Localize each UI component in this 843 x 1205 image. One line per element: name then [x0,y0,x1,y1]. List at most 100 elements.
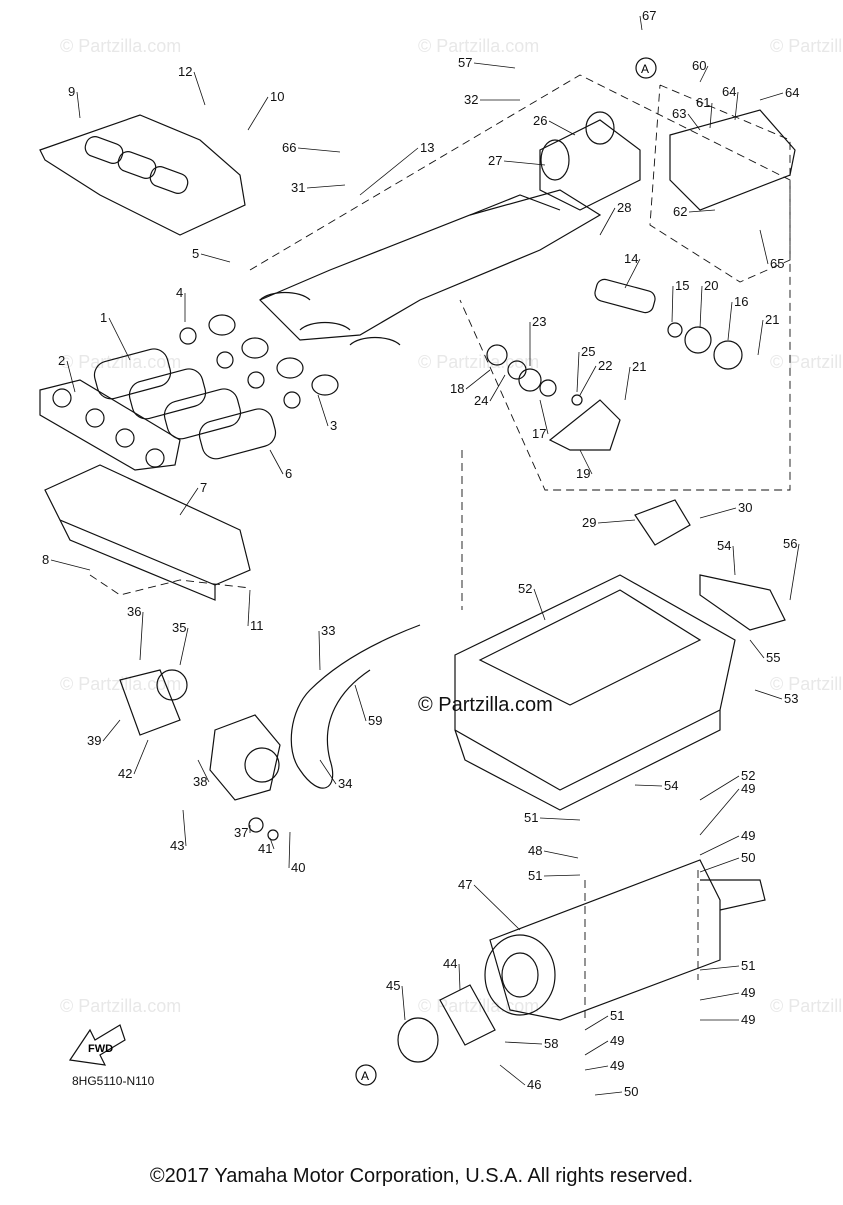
callout-label: 7 [200,480,207,495]
leader-line [354,684,367,722]
callout-label: 50 [741,850,755,865]
fwd-label: FWD [88,1043,113,1055]
callout-label: 49 [610,1033,624,1048]
callout-label: 14 [624,251,638,266]
callout-label: 49 [741,985,755,1000]
callout-label: 61 [696,95,710,110]
callout-label: 22 [598,358,612,373]
callout-label: 56 [783,536,797,551]
leader-line [579,365,597,396]
callout-label: 11 [250,618,264,633]
leader-line [688,209,716,213]
callout-label: 53 [784,691,798,706]
watermark-text: © Partzilla.com [60,36,181,56]
callout-label: 29 [582,515,596,530]
leader-line [757,319,764,356]
leader-line [297,147,341,153]
leader-line [76,91,81,119]
leader-line [699,775,740,801]
bracket-55 [699,574,786,631]
watermark-text: © Partzilla.com [60,674,181,694]
callout-label: 20 [704,278,718,293]
leader-line [247,96,269,131]
callout-label: 15 [675,278,689,293]
callout-label: 51 [524,810,538,825]
callout-label: 67 [642,8,656,23]
callout-label: 8 [42,552,49,567]
leader-line [197,759,210,783]
svg-text:A: A [361,1069,369,1083]
callout-label: 51 [528,868,542,883]
callout-label: 49 [741,781,755,796]
callout-label: 21 [632,359,646,374]
callout-label: 5 [192,246,199,261]
ref-marker-top: A [635,57,657,79]
leader-line [754,689,783,700]
leader-line [317,394,329,427]
watermark-text: © Partzilla.com [770,352,843,372]
callout-label: 13 [420,140,434,155]
assembly-boundary-7 [89,574,251,596]
callout-label: 26 [533,113,547,128]
leader-line [594,1091,623,1096]
leader-line [539,399,549,435]
leader-line [179,487,199,516]
callout-label: 28 [617,200,631,215]
leader-line [699,788,740,836]
callout-label: 36 [127,604,141,619]
callout-label: 64 [785,85,799,100]
diagram-code: 8HG5110-N110 [72,1074,155,1088]
leader-line [734,91,739,121]
callout-label: 18 [450,381,464,396]
assembly-boundary-13 [249,74,791,491]
leader-line [319,759,337,785]
watermark-layer: © Partzilla.com © Partzilla.com © Partzill… [60,36,843,1016]
callout-label: 3 [330,418,337,433]
callout-label: 2 [58,353,65,368]
water-box [454,574,736,811]
callout-label: 31 [291,180,305,195]
callout-label: 49 [741,828,755,843]
heat-shield-upper [39,114,246,236]
callout-label: 49 [741,1012,755,1027]
leader-line [699,285,703,329]
watermark-text: © Partzilla.com [770,996,843,1016]
leader-line [709,102,713,129]
callout-label: 27 [488,153,502,168]
leader-line [489,374,506,402]
leader-line [465,369,491,390]
callout-label: 4 [176,285,183,300]
leader-line [579,449,593,475]
callout-label: 19 [576,466,590,481]
callout-label: 59 [368,713,382,728]
leader-line [699,65,709,83]
callout-label: 47 [458,877,472,892]
callout-label: 46 [527,1077,541,1092]
callout-label: 50 [624,1084,638,1099]
exhaust-manifold [258,189,602,346]
leader-line [133,739,149,775]
watermark-text: © Partzilla.com [418,36,539,56]
callout-label: 41 [258,841,272,856]
leader-line [576,351,580,393]
pipe-heat-shield [669,109,796,211]
leader-line [193,71,206,106]
leader-line [499,1064,526,1086]
leader-line [108,317,131,361]
callout-label: 1 [100,310,107,325]
callout-label: 17 [532,426,546,441]
callout-label: 21 [765,312,779,327]
leader-line [503,160,546,166]
callout-label: 60 [692,58,706,73]
muffler [484,859,766,1021]
leader-line [543,874,581,877]
callout-label: 10 [270,89,284,104]
leader-line [597,519,636,524]
leader-line [179,627,189,666]
watermark-text: © Partzilla.com [770,36,843,56]
callout-label: 51 [741,958,755,973]
leader-line [200,253,231,263]
assembly-boundary-61 [649,84,791,283]
callout-label: 16 [734,294,748,309]
